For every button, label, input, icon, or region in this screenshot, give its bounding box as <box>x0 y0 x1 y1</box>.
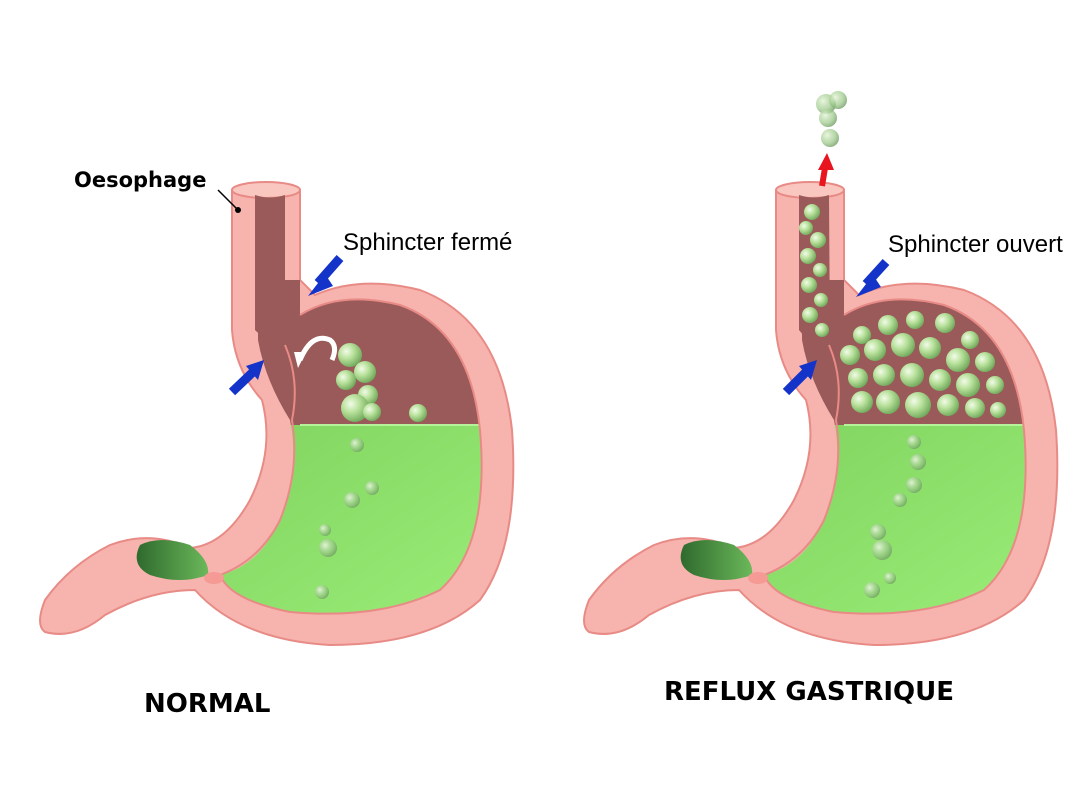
blue-arrow-normal-lower <box>228 360 264 396</box>
caption-normal: NORMAL <box>144 689 270 719</box>
label-sphincter-ouvert: Sphincter ouvert <box>888 231 1063 258</box>
blue-arrow-reflux-lower <box>782 360 817 396</box>
escaping-bubbles <box>816 91 847 147</box>
blue-arrow-reflux-upper <box>856 258 890 297</box>
caption-reflux: REFLUX GASTRIQUE <box>664 677 954 707</box>
blue-arrow-normal-upper <box>308 255 344 296</box>
gas-bubbles-normal <box>315 343 427 599</box>
gas-bubbles-reflux <box>799 204 1006 598</box>
label-oesophage: Oesophage <box>74 168 206 192</box>
curved-arrow-icon <box>294 335 338 368</box>
label-sphincter-ferme: Sphincter fermé <box>343 229 512 256</box>
red-arrow-up-icon <box>818 153 834 187</box>
